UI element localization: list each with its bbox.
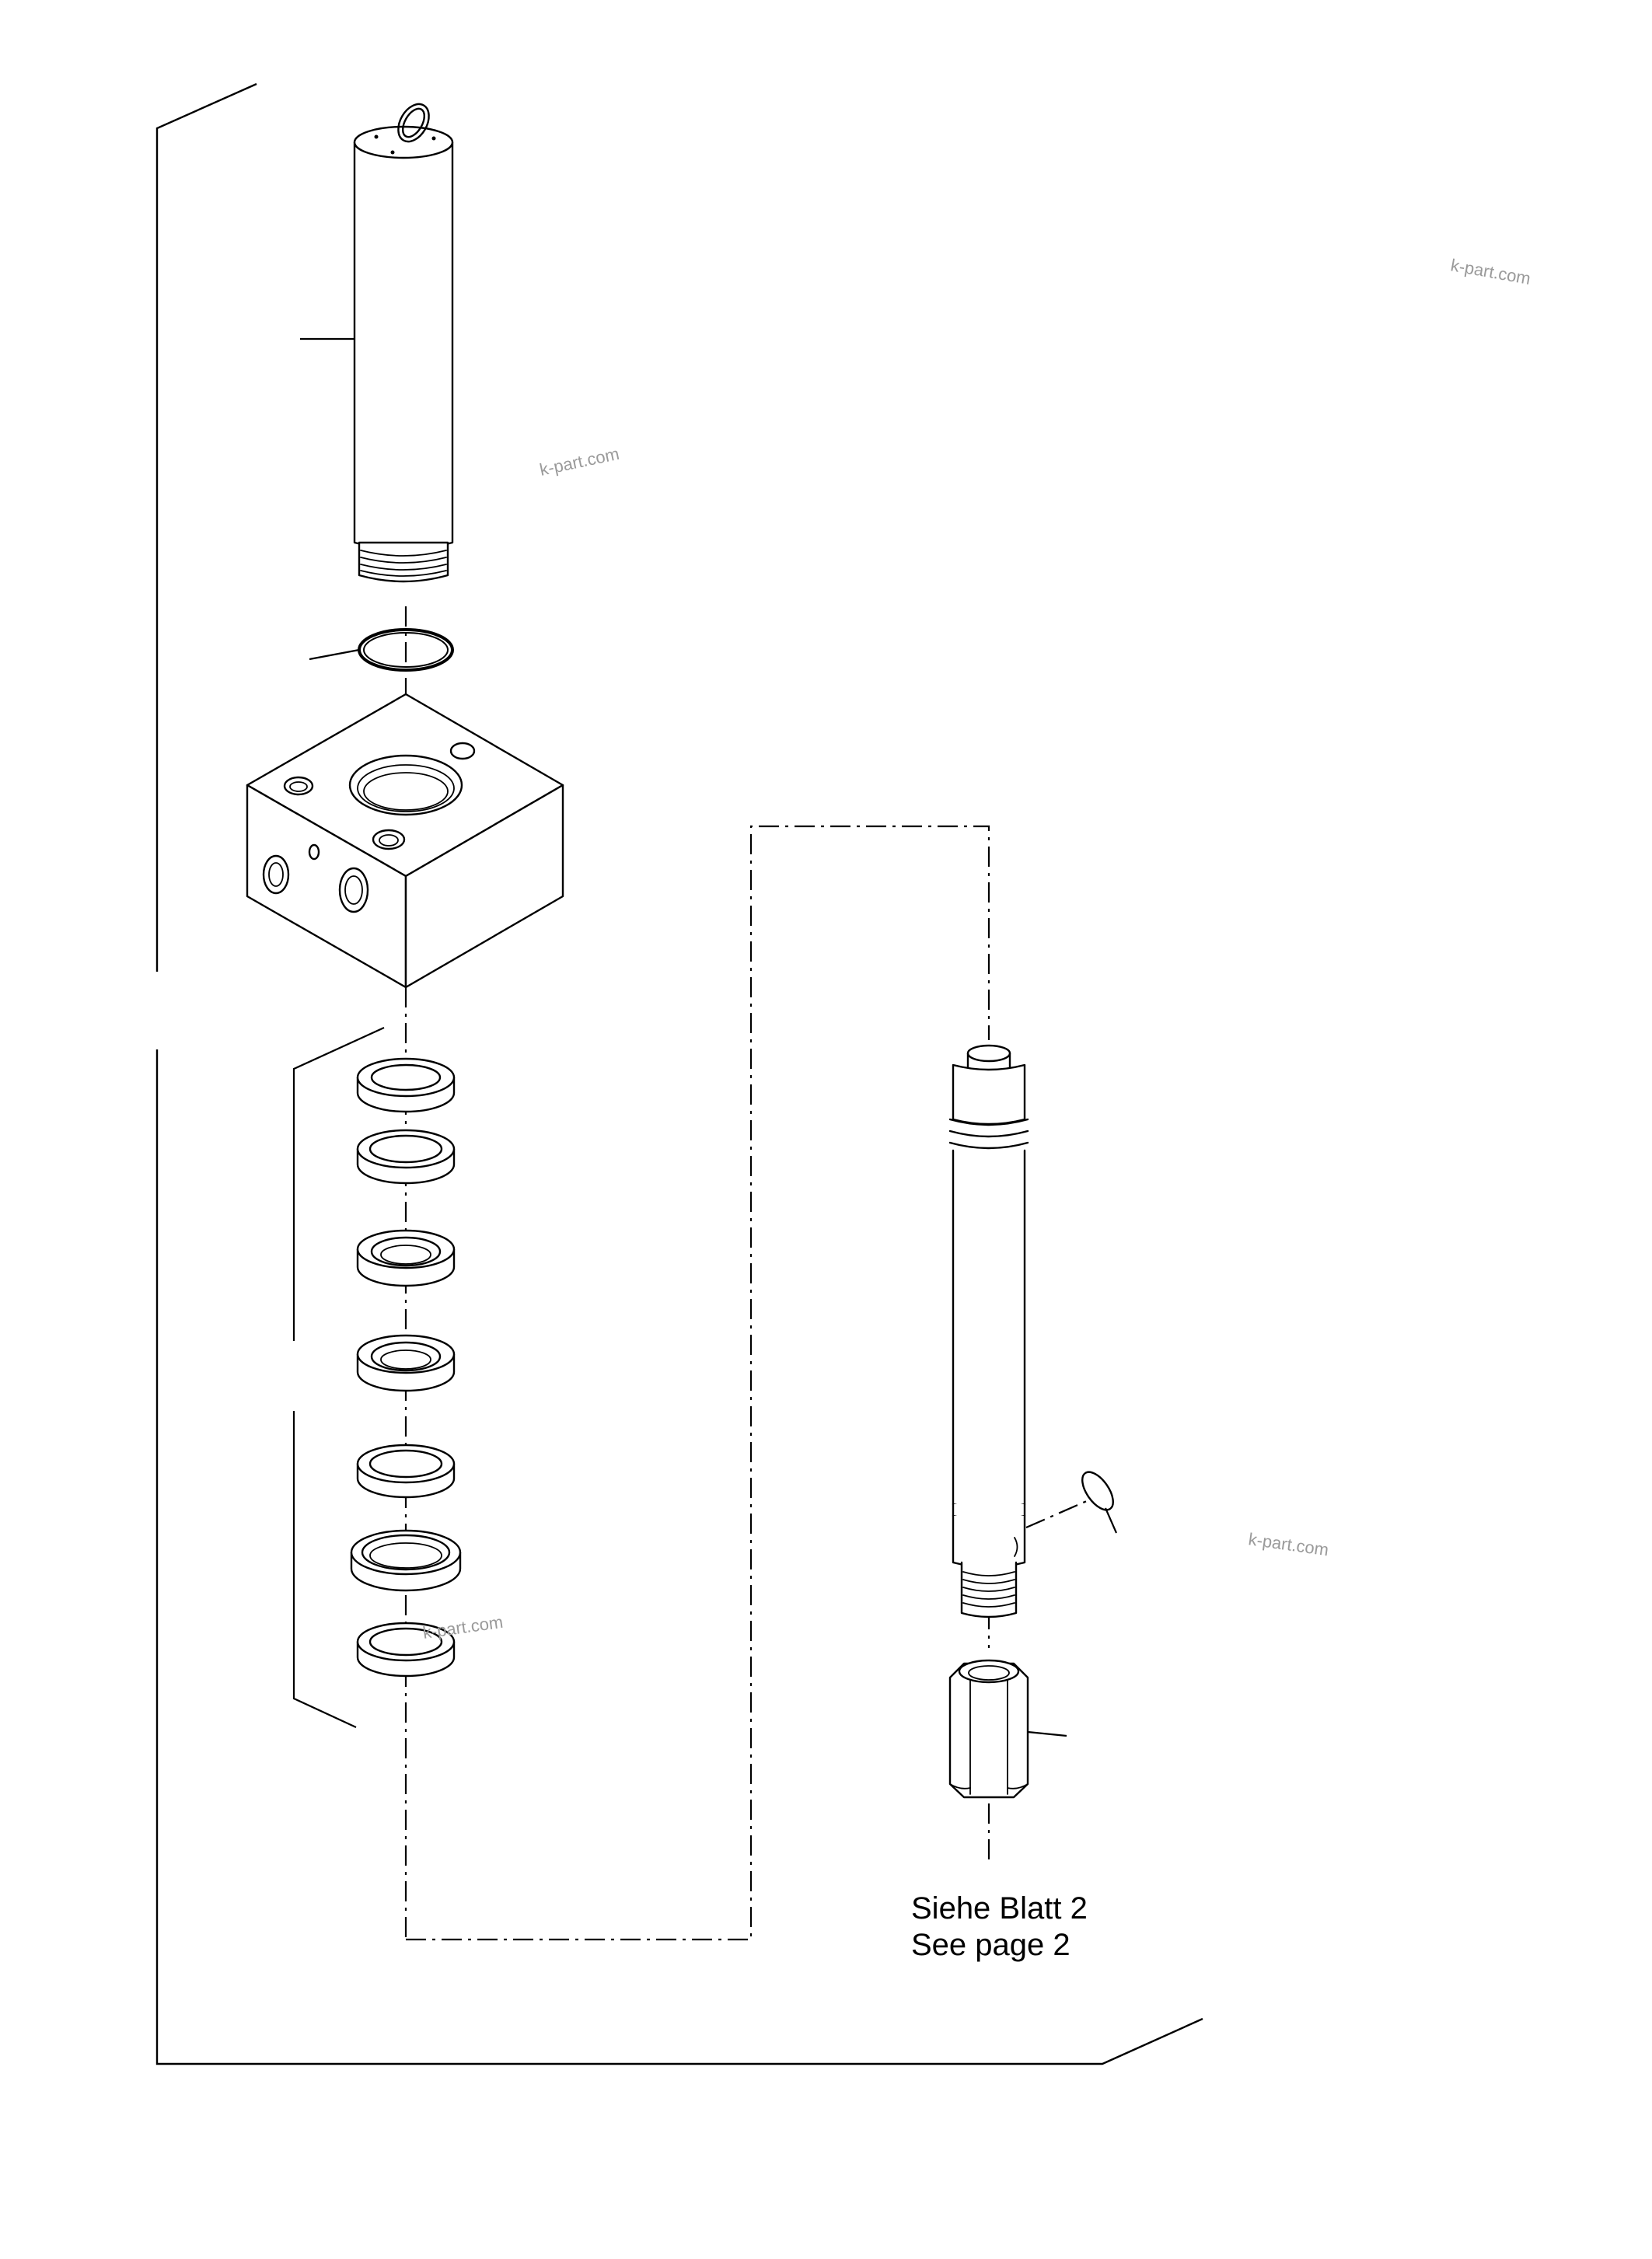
watermark-4: k-part.com (421, 1612, 504, 1643)
valve-block (246, 693, 564, 989)
watermark-1: k-part.com (1449, 255, 1532, 288)
watermark-3: k-part.com (1247, 1529, 1329, 1559)
hex-nut (948, 1659, 1029, 1799)
o-ring-small (1081, 1471, 1114, 1511)
cylinder-accumulator (353, 103, 454, 583)
reference-note-german: Siehe Blatt 2 (911, 1891, 1088, 1926)
reference-note: Siehe Blatt 2 See page 2 (911, 1891, 1088, 1962)
reference-note-english: See page 2 (911, 1928, 1070, 1962)
piston-rod (948, 1044, 1029, 1618)
leader-lines (292, 337, 1118, 1737)
assembly-frame (155, 82, 1203, 2065)
seal-ring-stack (350, 1057, 462, 1678)
watermark-2: k-part.com (538, 444, 621, 480)
